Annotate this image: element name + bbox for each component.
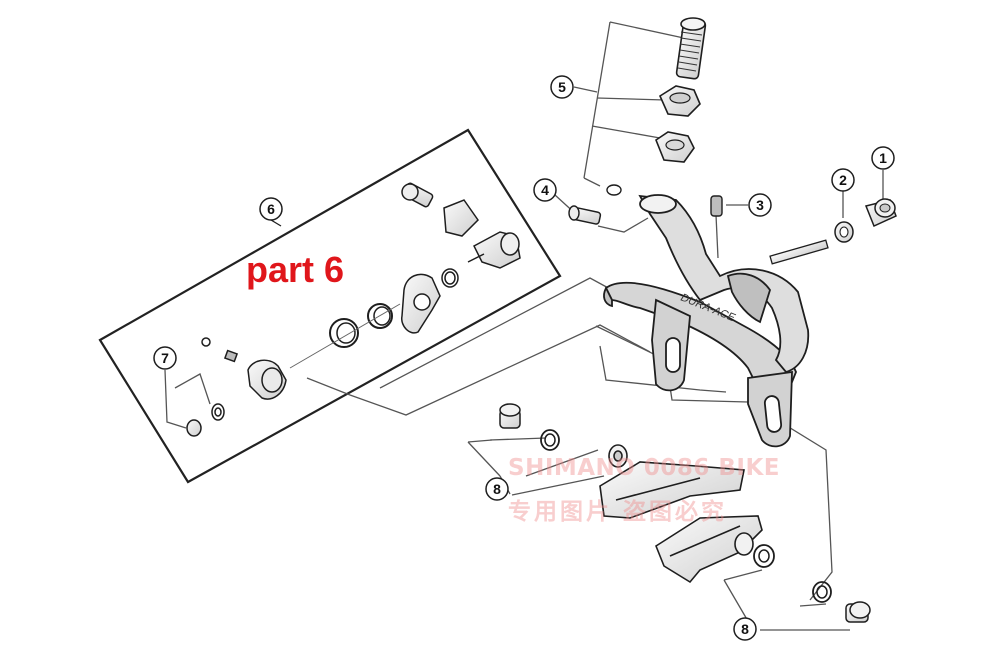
brake-pad-upper — [599, 444, 745, 519]
callout-1-label: 1 — [879, 150, 887, 166]
callout-3: 3 — [748, 193, 772, 217]
callout-7-label: 7 — [161, 350, 169, 366]
adjuster-bolt-part — [675, 17, 707, 80]
callout-7: 7 — [153, 346, 177, 370]
pad-fixing-bolt-lower — [753, 544, 871, 623]
callout-1: 1 — [871, 146, 895, 170]
callout-2: 2 — [831, 168, 855, 192]
set-screw-part — [710, 195, 723, 217]
callout-8-upper: 8 — [485, 477, 509, 501]
callout-5: 5 — [550, 75, 574, 99]
adjuster-nut-part — [655, 131, 695, 163]
part-6-annotation: part 6 — [246, 249, 345, 290]
callout-6-label: 6 — [267, 201, 275, 217]
part-6-components — [186, 182, 521, 437]
callout-2-label: 2 — [839, 172, 847, 188]
washer-part-2 — [834, 221, 854, 243]
brake-pad-lower — [655, 515, 763, 584]
callout-5-label: 5 — [558, 79, 566, 95]
callout-8-upper-label: 8 — [493, 481, 501, 497]
pivot-bolt-part — [568, 205, 602, 225]
callout-3-label: 3 — [756, 197, 764, 213]
part-6-group-frame — [98, 128, 562, 484]
pad-fixing-bolt-upper — [499, 403, 560, 451]
callout-8-lower: 8 — [733, 617, 757, 641]
mounting-nut-part-1 — [864, 198, 897, 228]
leader-lines — [164, 21, 884, 631]
mounting-bolt-part — [769, 239, 829, 265]
callout-4-label: 4 — [541, 182, 549, 198]
adjuster-knob-part — [658, 85, 701, 117]
callout-6: 6 — [259, 197, 283, 227]
callout-8-lower-label: 8 — [741, 621, 749, 637]
small-washer-part — [606, 184, 622, 196]
callout-4: 4 — [533, 178, 557, 202]
caliper-body — [603, 194, 810, 448]
